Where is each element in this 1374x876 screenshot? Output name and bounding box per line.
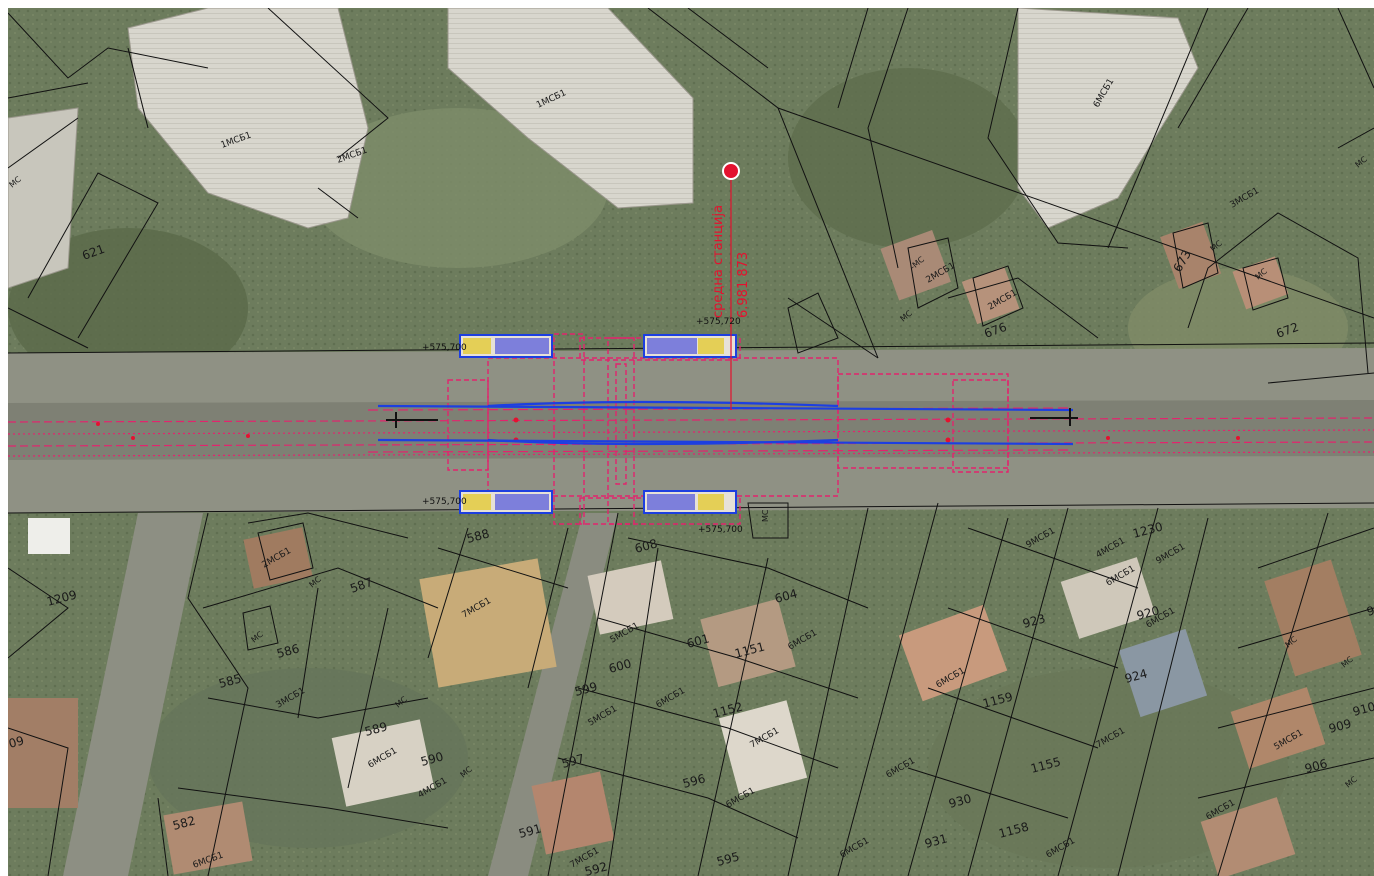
elevation-nw: +575,700 [422, 343, 467, 353]
svg-text:582: 582 [171, 813, 197, 832]
svg-text:909: 909 [1327, 716, 1353, 735]
svg-text:595: 595 [715, 849, 741, 868]
svg-text:588: 588 [465, 526, 491, 545]
platform-se [643, 490, 737, 514]
platform-sw [459, 490, 553, 514]
map-canvas: средна станција 6.981 873 +575,700 +575,… [8, 8, 1374, 876]
elevation-ne: +575,720 [696, 317, 741, 327]
svg-text:МС: МС [761, 509, 770, 522]
svg-text:909: 909 [1365, 599, 1374, 618]
svg-text:601: 601 [685, 631, 711, 650]
svg-text:608: 608 [633, 536, 659, 555]
svg-text:924: 924 [1123, 666, 1149, 685]
svg-text:930: 930 [947, 791, 973, 810]
vegetation-patches [8, 68, 1348, 868]
svg-text:923: 923 [1021, 611, 1047, 630]
svg-text:596: 596 [681, 771, 707, 790]
platform-ne [643, 334, 737, 358]
svg-text:920: 920 [1135, 603, 1161, 622]
svg-text:604: 604 [773, 586, 799, 605]
svg-text:591: 591 [517, 821, 543, 840]
svg-text:590: 590 [419, 749, 445, 768]
elevation-sw: +575,700 [422, 497, 467, 507]
svg-text:906: 906 [1303, 756, 1329, 775]
svg-text:910: 910 [1351, 699, 1374, 718]
apartment-blocks [8, 8, 1199, 289]
side-road-west [63, 513, 203, 876]
station-chainage: 6.981 873 [736, 252, 751, 318]
svg-text:931: 931 [923, 831, 949, 850]
cable-line [377, 400, 1074, 446]
station-marker-icon[interactable] [722, 162, 740, 180]
platform-nw [459, 334, 553, 358]
svg-text:597: 597 [560, 751, 586, 770]
side-road-center [488, 513, 618, 876]
svg-text:589: 589 [363, 719, 389, 738]
red-markers [96, 417, 1240, 443]
svg-text:586: 586 [275, 641, 301, 660]
orthophoto-map[interactable]: средна станција 6.981 873 +575,700 +575,… [8, 8, 1374, 876]
svg-text:600: 600 [607, 656, 633, 675]
svg-text:592: 592 [583, 859, 609, 876]
houses [8, 221, 1362, 876]
station-label: средна станција [711, 205, 726, 318]
line-end-markers [386, 408, 1078, 428]
svg-text:585: 585 [217, 671, 243, 690]
elevation-se: +575,700 [698, 525, 743, 535]
cadastral-lines [8, 8, 1374, 876]
svg-text:09: 09 [8, 733, 26, 750]
svg-text:599: 599 [573, 679, 599, 698]
